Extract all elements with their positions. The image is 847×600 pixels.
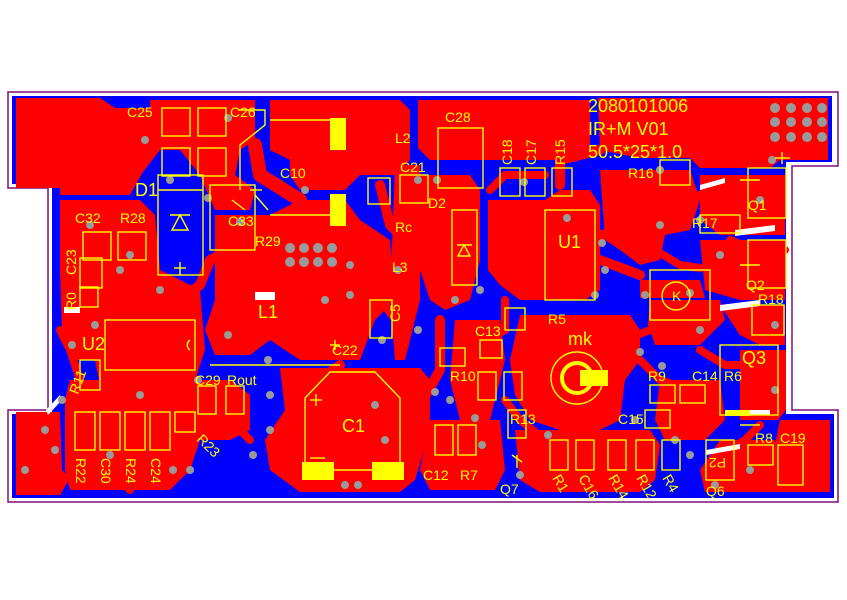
label-c30: C30 [98, 458, 114, 484]
label-r13: R13 [510, 411, 536, 427]
part-number: 2080101006 [588, 96, 688, 116]
top-copper [16, 98, 830, 495]
label-r7: R7 [460, 467, 478, 483]
label-c25: C25 [127, 104, 153, 120]
yellow-pads [302, 118, 750, 480]
label-c29: C29 [195, 372, 221, 388]
label-c18: C18 [499, 139, 515, 165]
dimensions: 50.5*25*1.0 [588, 142, 682, 162]
label-r15: R15 [552, 139, 568, 165]
label-u2: U2 [82, 334, 105, 354]
label-c15: C15 [618, 411, 644, 427]
version: IR+M V01 [588, 119, 669, 139]
label-c26: C26 [230, 104, 256, 120]
label-r4: R4 [659, 472, 682, 496]
label-c5: C5 [387, 304, 403, 322]
label-c10: C10 [280, 165, 306, 181]
label-r9: R9 [648, 368, 666, 384]
label-l2: L2 [395, 130, 411, 146]
label-c23: C23 [63, 249, 79, 275]
label-c22: C22 [332, 342, 358, 358]
label-c32: C32 [75, 210, 101, 226]
label-q2: Q2 [746, 277, 765, 293]
component-labels: C25 C26 C28 L2 C10 C21 C18 C17 R15 R16 D… [63, 104, 806, 502]
label-c28: C28 [445, 109, 471, 125]
label-c1: C1 [342, 416, 365, 436]
label-l1: L1 [258, 302, 278, 322]
label-u1: U1 [558, 232, 581, 252]
label-r6: R6 [724, 368, 742, 384]
label-r22: R22 [73, 458, 89, 484]
label-c14: C14 [692, 368, 718, 384]
label-c12: C12 [423, 467, 449, 483]
label-r0: R0 [63, 292, 79, 310]
label-r11: R11 [66, 367, 90, 396]
label-c17: C17 [523, 139, 539, 165]
label-d1: D1 [135, 180, 158, 200]
label-d2: D2 [428, 195, 446, 211]
label-p2: P2 [709, 455, 726, 471]
label-r8: R8 [755, 430, 773, 446]
silkscreen-outlines [74, 107, 804, 486]
label-q1: Q1 [748, 197, 767, 213]
label-rc: Rc [395, 219, 412, 235]
label-c21: C21 [400, 159, 426, 175]
label-k: K [672, 288, 682, 304]
traces [56, 138, 789, 494]
label-c24: C24 [148, 458, 164, 484]
label-r17: R17 [692, 215, 718, 231]
label-c19: C19 [780, 430, 806, 446]
label-r29: R29 [255, 233, 281, 249]
label-rout: Rout [227, 372, 257, 388]
label-l3: L3 [392, 259, 408, 275]
label-mk: mk [568, 329, 593, 349]
vias [21, 103, 827, 489]
label-r24: R24 [123, 458, 139, 484]
label-r5: R5 [548, 311, 566, 327]
label-r16: R16 [628, 165, 654, 181]
label-r10: R10 [450, 368, 476, 384]
label-r28: R28 [120, 210, 146, 226]
label-r18: R18 [758, 291, 784, 307]
label-c13: C13 [475, 323, 501, 339]
label-q3: Q3 [742, 348, 766, 368]
label-q7: Q7 [500, 481, 519, 497]
label-q6: Q6 [706, 483, 725, 499]
label-r1: R1 [549, 472, 572, 496]
label-c33: C33 [228, 213, 254, 229]
board-header: 2080101006 IR+M V01 50.5*25*1.0 [588, 96, 688, 162]
